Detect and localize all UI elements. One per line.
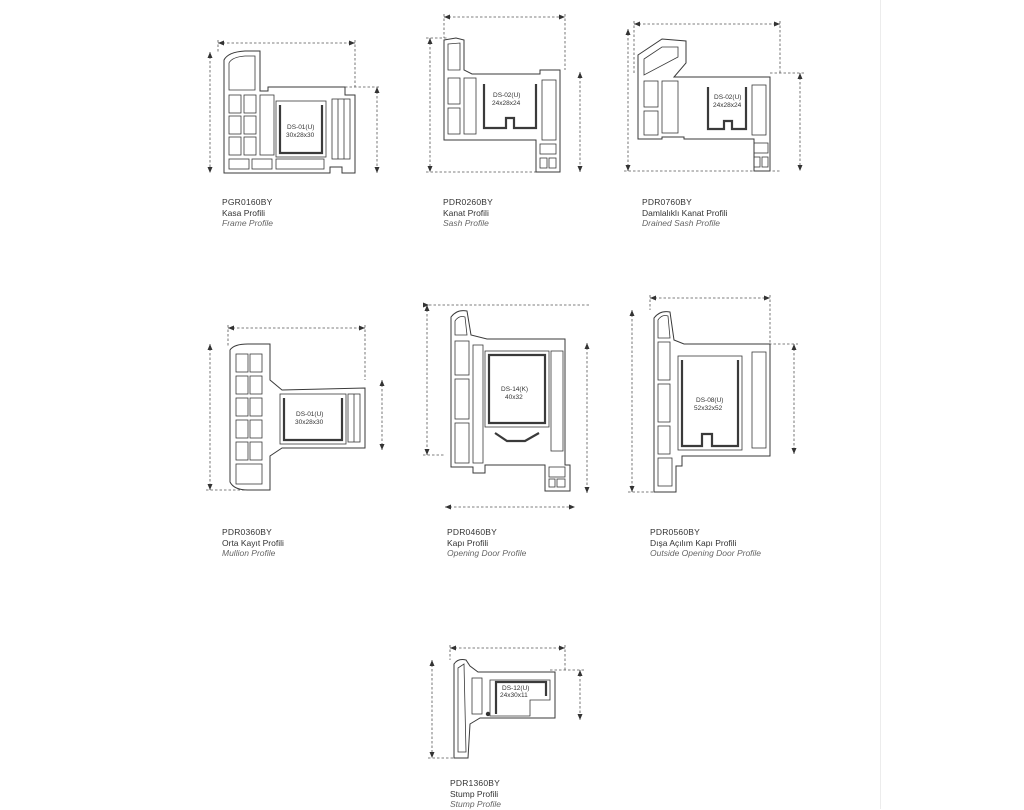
steel-size: 24x28x24 bbox=[713, 102, 742, 109]
steel-label: DS-01(U) bbox=[287, 124, 314, 131]
profile-code: PDR0260BY bbox=[443, 197, 493, 207]
profile-outside-door: DS-08(U) 52x32x52 bbox=[620, 288, 810, 498]
caption-outside-door: PDR0560BY Dışa Açılım Kapı Profili Outsi… bbox=[650, 527, 761, 559]
caption-mullion: PDR0360BY Orta Kayıt Profili Mullion Pro… bbox=[222, 527, 284, 559]
profile-code: PDR0460BY bbox=[447, 527, 497, 537]
profile-name-en: Outside Opening Door Profile bbox=[650, 548, 762, 558]
steel-size: 24x28x24 bbox=[492, 100, 521, 107]
steel-label: DS-12(U) bbox=[502, 685, 529, 692]
caption-sash: PDR0260BY Kanat Profili Sash Profile bbox=[443, 197, 493, 229]
profile-name-en: Sash Profile bbox=[443, 218, 489, 228]
profile-stump: DS-12(U) 24x30x11 bbox=[420, 640, 600, 770]
steel-size: 30x28x30 bbox=[286, 132, 315, 139]
profile-drained-sash: DS-02(U) 24x28x24 bbox=[620, 15, 810, 180]
steel-size: 40x32 bbox=[505, 394, 523, 401]
profile-name-tr: Kapı Profili bbox=[447, 537, 489, 548]
steel-label: DS-02(U) bbox=[714, 94, 741, 101]
caption-drained-sash: PDR0760BY Damlalıklı Kanat Profili Drain… bbox=[642, 197, 728, 229]
steel-size: 24x30x11 bbox=[500, 692, 528, 699]
profile-code: PDR0560BY bbox=[650, 527, 700, 537]
profile-code: PDR1360BY bbox=[450, 778, 500, 788]
profile-sash: DS-02(U) 24x28x24 bbox=[420, 10, 600, 180]
profile-opening-door: DS-14(K) 40x32 bbox=[415, 295, 605, 520]
steel-label: DS-02(U) bbox=[493, 92, 520, 99]
profile-name-tr: Dışa Açılım Kapı Profili bbox=[650, 537, 737, 548]
steel-label: DS-14(K) bbox=[501, 386, 528, 393]
profile-name-tr: Kanat Profili bbox=[443, 207, 489, 218]
profile-code: PGR0160BY bbox=[222, 197, 273, 207]
profile-code: PDR0760BY bbox=[642, 197, 692, 207]
caption-stump: PDR1360BY Stump Profili Stump Profile bbox=[450, 778, 501, 810]
profile-name-en: Stump Profile bbox=[450, 799, 502, 809]
profile-name-en: Mullion Profile bbox=[222, 548, 276, 558]
profile-frame: DS-01(U) 30x28x30 bbox=[200, 35, 390, 185]
profile-mullion: DS-01(U) 30x28x30 bbox=[200, 318, 400, 498]
profile-name-tr: Orta Kayıt Profili bbox=[222, 537, 284, 548]
profile-name-tr: Kasa Profili bbox=[222, 207, 265, 218]
caption-opening-door: PDR0460BY Kapı Profili Opening Door Prof… bbox=[447, 527, 526, 559]
mullion-drawing: DS-01(U) 30x28x30 bbox=[206, 325, 385, 491]
steel-size: 52x32x52 bbox=[694, 405, 723, 412]
steel-label: DS-08(U) bbox=[696, 397, 723, 404]
profile-name-en: Opening Door Profile bbox=[447, 548, 527, 558]
outside-door-drawing: DS-08(U) 52x32x52 bbox=[628, 295, 798, 493]
opening-door-drawing: DS-14(K) 40x32 bbox=[423, 302, 590, 510]
stump-drawing: DS-12(U) 24x30x11 bbox=[428, 645, 584, 759]
page-edge-line bbox=[880, 0, 881, 809]
steel-size: 30x28x30 bbox=[295, 419, 324, 426]
frame-drawing: DS-01(U) 30x28x30 bbox=[207, 40, 380, 174]
steel-label: DS-01(U) bbox=[296, 411, 323, 418]
caption-frame: PGR0160BY Kasa Profili Frame Profile bbox=[222, 197, 273, 229]
drained-sash-drawing: DS-02(U) 24x28x24 bbox=[624, 21, 804, 172]
profile-name-en: Frame Profile bbox=[222, 218, 274, 228]
sash-drawing: DS-02(U) 24x28x24 bbox=[426, 14, 583, 173]
profile-name-en: Drained Sash Profile bbox=[642, 218, 720, 228]
profile-name-tr: Damlalıklı Kanat Profili bbox=[642, 207, 728, 218]
profile-name-tr: Stump Profili bbox=[450, 788, 499, 799]
profile-code: PDR0360BY bbox=[222, 527, 272, 537]
